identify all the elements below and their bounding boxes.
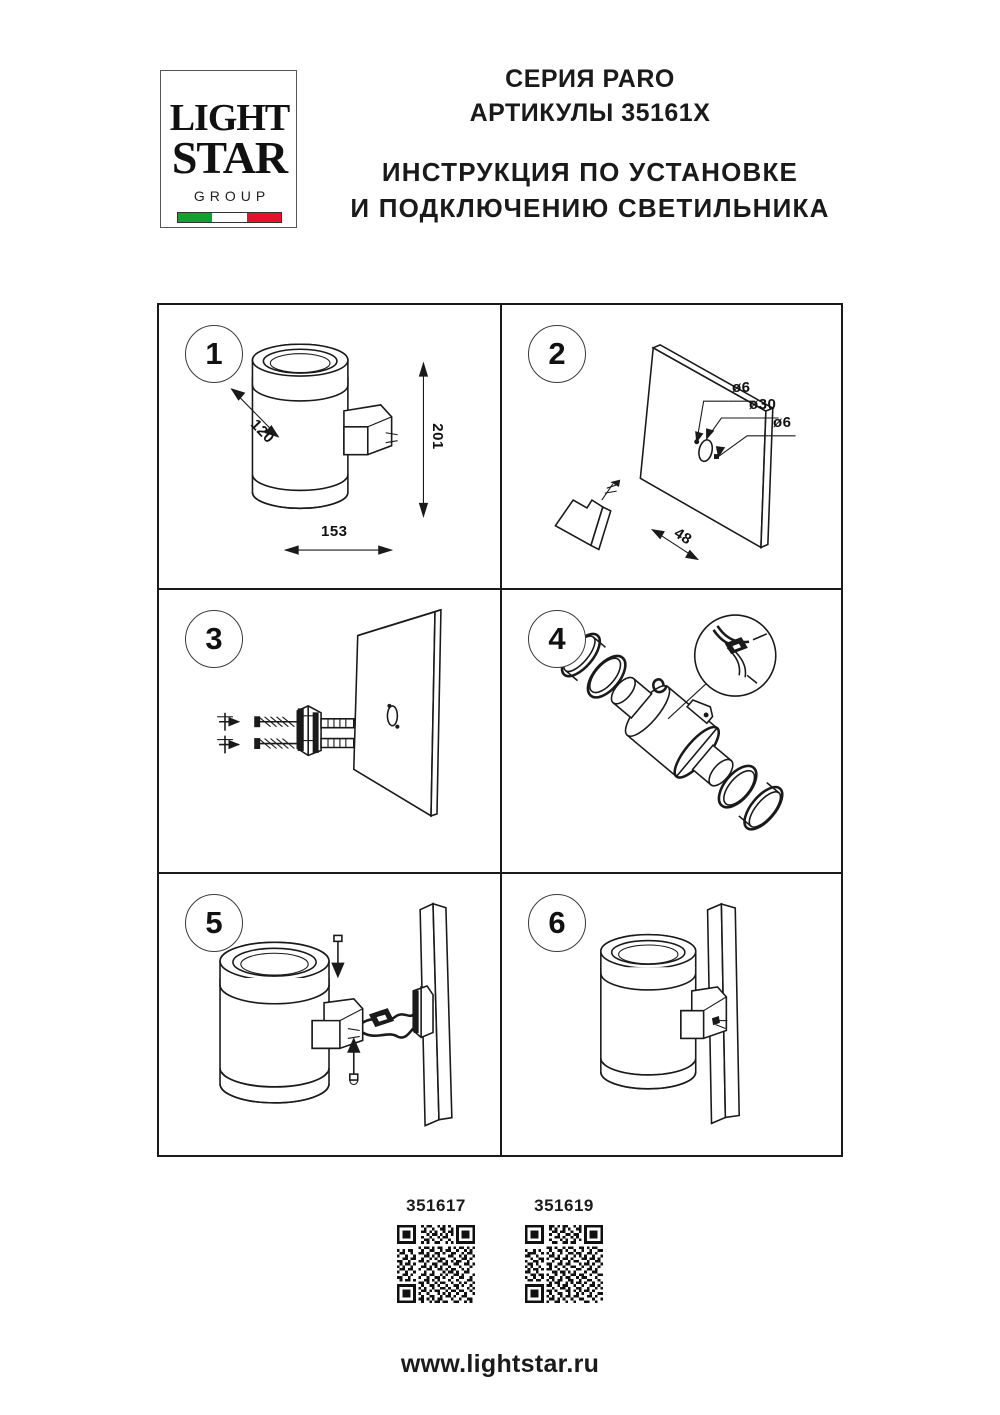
step5-diagram: [219, 902, 453, 1127]
step-panel-1: 1: [159, 305, 500, 588]
step-number-2: 2: [528, 325, 586, 383]
product-code-351617: 351617: [406, 1196, 466, 1215]
step-panel-6: 6: [500, 871, 841, 1155]
instruction-title-line1: ИНСТРУКЦИЯ ПО УСТАНОВКЕ: [381, 157, 799, 187]
step-panel-5: 5: [159, 871, 500, 1155]
brand-logo: LIGHT STAR GROUP: [160, 70, 297, 228]
step-number-5: 5: [185, 893, 243, 952]
step2-hole-label-top: ø6: [732, 379, 751, 396]
product-code-list: 351617 351619: [390, 1196, 610, 1303]
series-title: СЕРИЯ PARO: [505, 65, 675, 93]
step1-dimension-201: 201: [428, 423, 446, 450]
document-header: LIGHT STAR GROUP СЕРИЯ PARO АРТИКУЛЫ 351…: [0, 0, 1000, 260]
step2-hole-label-bottom: ø6: [773, 414, 792, 431]
logo-text-star: STAR: [171, 132, 288, 183]
step-number-4: 4: [528, 610, 586, 669]
instruction-grid: 1: [157, 303, 843, 1157]
step-number-3: 3: [185, 610, 243, 669]
step-panel-2: 2: [500, 305, 841, 589]
product-code-item: 351619: [518, 1196, 610, 1303]
step-panel-4: 4: [500, 588, 841, 872]
step-number-1: 1: [185, 325, 243, 383]
flag-stripe-green: [178, 213, 213, 222]
title-block: СЕРИЯ PARO АРТИКУЛЫ 35161X ИНСТРУКЦИЯ ПО…: [330, 62, 850, 226]
step1-diagram: [230, 343, 429, 555]
product-code-351619: 351619: [534, 1196, 594, 1215]
flag-stripe-red: [246, 213, 281, 222]
italian-flag-icon: [177, 212, 282, 223]
website-url[interactable]: www.lightstar.ru: [400, 1350, 600, 1378]
step-panel-3: 3: [159, 588, 500, 871]
step3-diagram: [217, 609, 442, 818]
title-spacer: [330, 130, 850, 154]
article-code: АРТИКУЛЫ 35161X: [469, 99, 711, 127]
step1-dimension-153: 153: [321, 523, 348, 540]
product-code-item: 351617: [390, 1196, 482, 1303]
step4-diagram: [560, 614, 784, 831]
step2-hole-label-center: ø30: [749, 396, 777, 413]
step2-diagram: [554, 343, 796, 561]
step6-diagram: [600, 902, 741, 1125]
logo-text-group: GROUP: [193, 188, 271, 204]
flag-stripe-white: [212, 213, 247, 222]
qr-code-351619[interactable]: [525, 1225, 603, 1303]
instruction-title-line2: И ПОДКЛЮЧЕНИЮ СВЕТИЛЬНИКА: [350, 193, 830, 223]
logo-text-light: LIGHT: [169, 97, 291, 139]
qr-code-351617[interactable]: [397, 1225, 475, 1303]
step-number-6: 6: [528, 893, 586, 952]
